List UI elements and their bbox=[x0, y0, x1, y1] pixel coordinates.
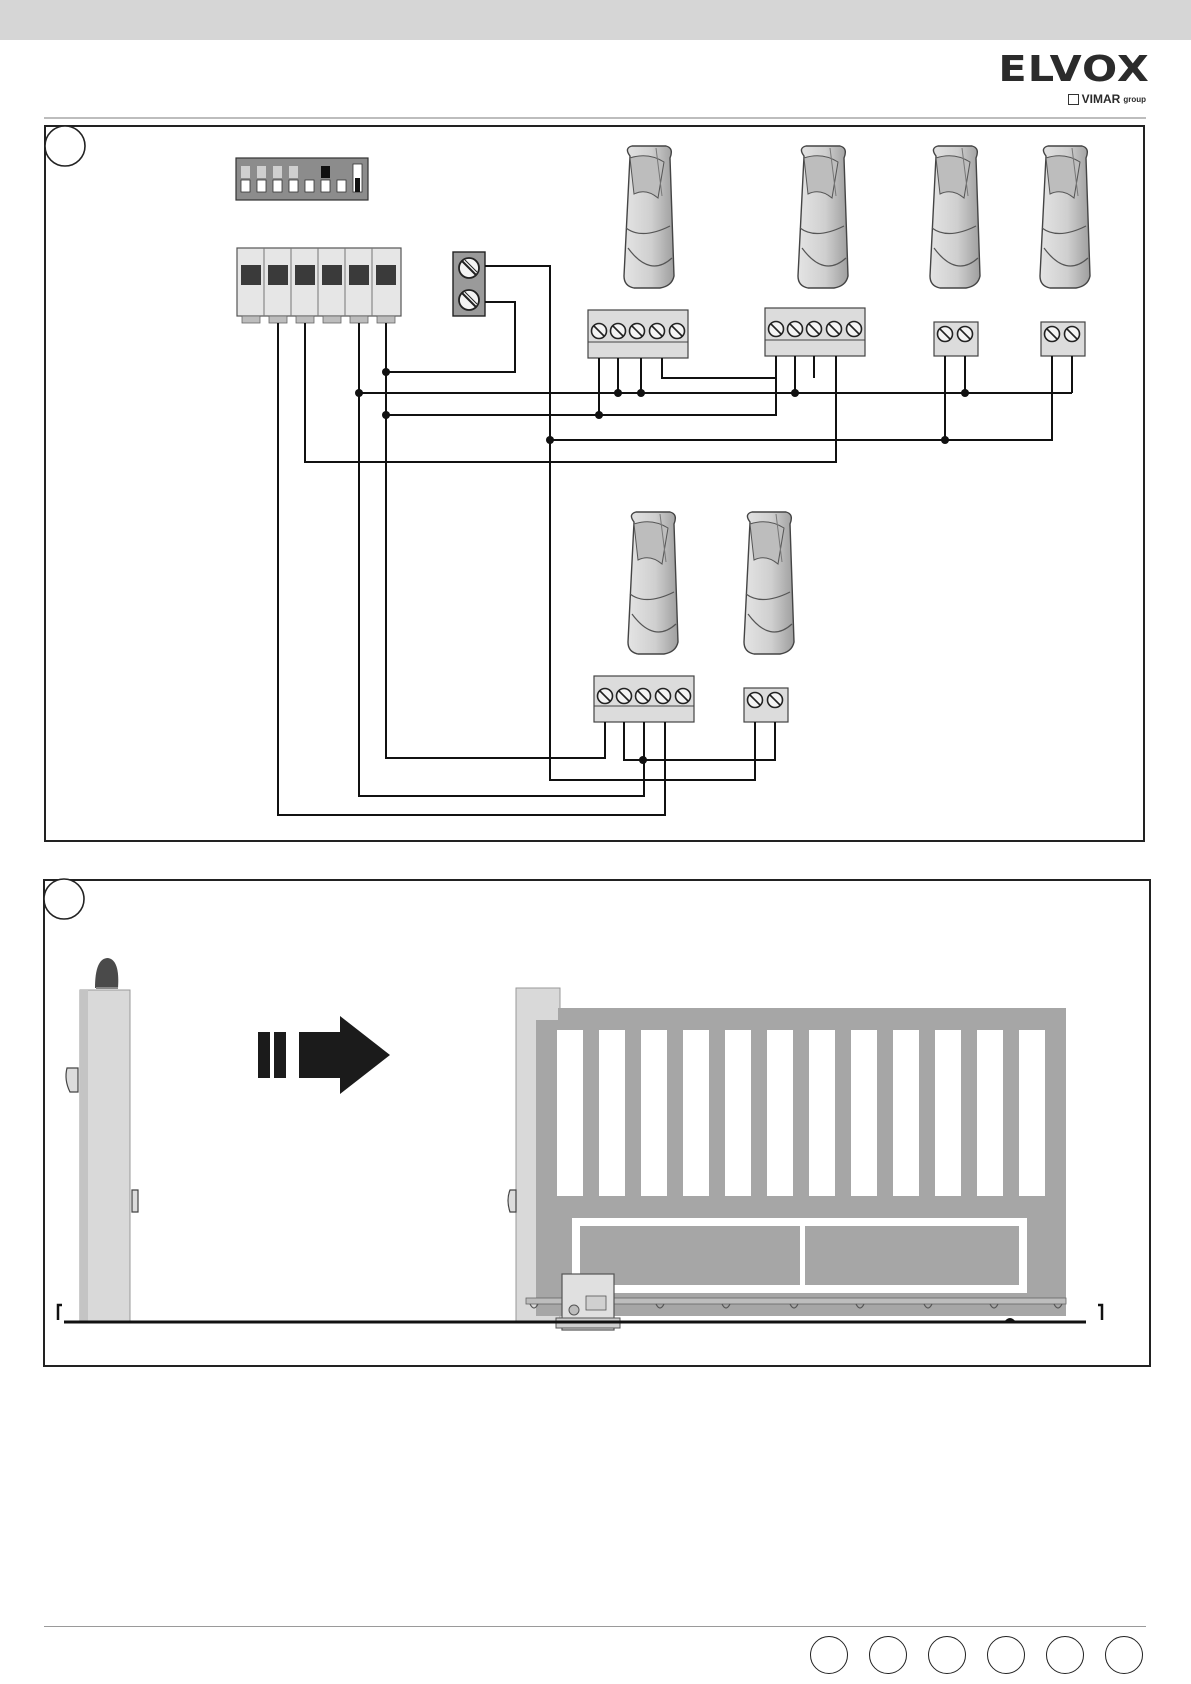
photocell-tx-1 bbox=[624, 146, 674, 288]
flashing-light-icon bbox=[95, 958, 118, 988]
tx3-terminal-strip bbox=[744, 688, 788, 722]
gate-stop bbox=[1004, 1318, 1016, 1322]
photocell-left-post bbox=[66, 1068, 78, 1092]
photocell-tx-2 bbox=[930, 146, 980, 288]
language-circle-2 bbox=[869, 1636, 907, 1674]
controller-terminal-block bbox=[237, 248, 401, 323]
language-circle-5 bbox=[1046, 1636, 1084, 1674]
photocell-rx-1 bbox=[798, 146, 848, 288]
language-circle-6 bbox=[1105, 1636, 1143, 1674]
rx2-terminal-strip bbox=[765, 308, 865, 356]
language-selector-circles bbox=[810, 1636, 1150, 1678]
footer-rule bbox=[44, 1626, 1146, 1627]
photocell-tx-3 bbox=[744, 512, 794, 654]
dip-switch-block bbox=[236, 158, 368, 200]
rx3-terminal-strip bbox=[594, 676, 694, 722]
language-circle-4 bbox=[987, 1636, 1025, 1674]
power-terminal-block bbox=[453, 252, 485, 316]
rx1-terminal-strip bbox=[588, 310, 688, 358]
figure2-number-circle bbox=[44, 879, 84, 919]
language-circle-1 bbox=[810, 1636, 848, 1674]
tx1-terminal-strip bbox=[934, 322, 978, 356]
language-circle-3 bbox=[928, 1636, 966, 1674]
photocell-rx-2 bbox=[1040, 146, 1090, 288]
figure1-number-circle bbox=[45, 126, 85, 166]
tx2-terminal-strip bbox=[1041, 322, 1085, 356]
photocell-rx-3 bbox=[628, 512, 678, 654]
opening-direction-arrow-icon bbox=[258, 1016, 390, 1094]
photocell-right-post bbox=[508, 1190, 516, 1212]
sliding-gate-leaf bbox=[536, 1008, 1066, 1316]
left-post bbox=[66, 958, 138, 1322]
